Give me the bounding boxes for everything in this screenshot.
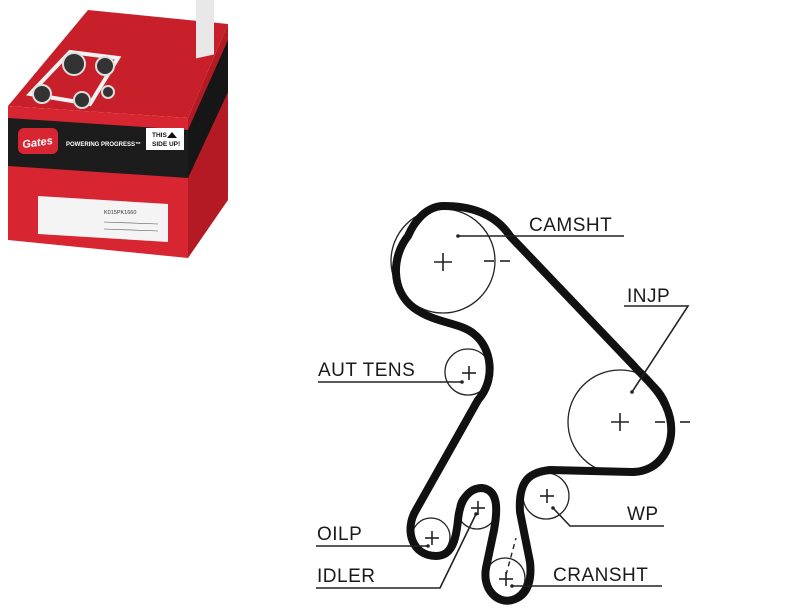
label-wp: WP	[627, 504, 659, 525]
box-top-face	[8, 10, 228, 118]
oil-pump-center-mark	[425, 531, 439, 545]
water-pump-center-mark	[540, 489, 554, 503]
brand-text: Gates	[22, 135, 54, 151]
label-injp: INJP	[627, 286, 670, 307]
side-up-line1: THIS	[152, 132, 167, 139]
label-idler: IDLER	[317, 566, 375, 587]
camshaft-center-mark	[434, 253, 452, 271]
timing-belt	[392, 202, 676, 605]
box-part-number: K015PK1660	[104, 210, 136, 216]
box-side-logo	[196, 0, 214, 59]
timing-belt-diagram: CAMSHT INJP AUT TENS OILP IDLER WP CRANS…	[316, 202, 690, 605]
label-oilp: OILP	[317, 524, 362, 545]
timing-marks	[484, 260, 690, 576]
product-box: Gates POWERING PROGRESS™ THIS SIDE UP! K…	[8, 0, 228, 258]
crankshaft-timing-mark	[505, 537, 517, 576]
box-label: K015PK1660	[38, 196, 168, 242]
injection-pump-center-mark	[611, 413, 629, 431]
label-cransht: CRANSHT	[553, 565, 648, 586]
idler-center-mark	[471, 501, 485, 515]
injp-leader	[624, 305, 690, 393]
auto-tensioner-center-mark	[462, 366, 476, 380]
box-drive-graphic	[25, 49, 122, 109]
pulley-centers	[425, 253, 629, 586]
gates-logo: Gates	[18, 128, 58, 154]
leader-lines	[316, 234, 690, 589]
label-aut-tens: AUT TENS	[318, 360, 415, 381]
side-up-line2: SIDE UP!	[152, 141, 180, 148]
idler-leader	[316, 513, 477, 589]
component-labels: CAMSHT INJP AUT TENS OILP IDLER WP CRANS…	[317, 215, 670, 587]
wp-leader	[552, 507, 664, 527]
label-camsht: CAMSHT	[529, 215, 612, 236]
side-up-sticker: THIS SIDE UP!	[146, 128, 184, 150]
box-tagline: POWERING PROGRESS™	[66, 141, 141, 148]
